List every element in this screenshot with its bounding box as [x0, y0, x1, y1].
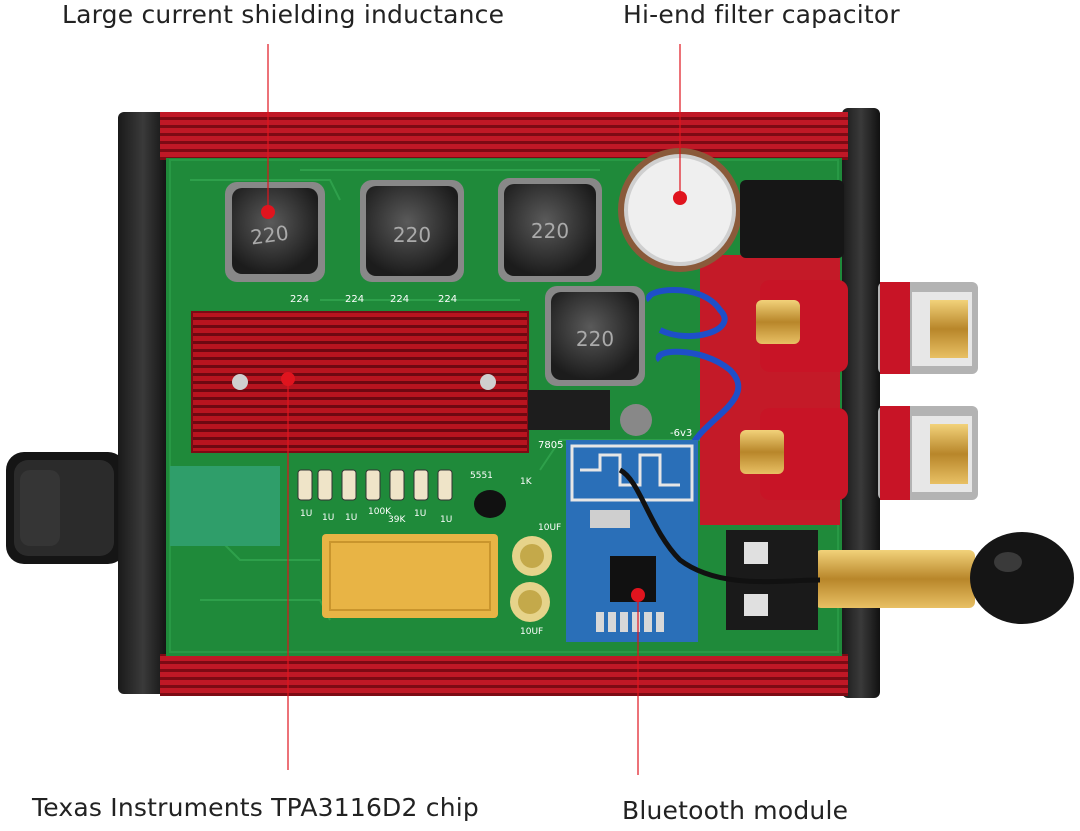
case-right-endplate [842, 108, 880, 698]
heatsink-screw-left [232, 374, 248, 390]
marking-5551: 5551 [470, 471, 493, 481]
inductor-4-value: 220 [576, 327, 614, 351]
marking-1u-d: 1U [414, 509, 426, 519]
callout-capacitor-pointer [673, 44, 687, 205]
inductor-3: 220 [498, 178, 602, 282]
marking-224-c: 224 [390, 294, 409, 305]
inductor-4: 220 [545, 286, 645, 386]
input-terminal-block [170, 466, 280, 546]
volume-knob [6, 452, 126, 564]
relay [322, 534, 498, 618]
marking-10uf-a: 10UF [538, 523, 561, 533]
inductor-2: 220 [360, 180, 464, 282]
callout-bluetooth-pointer [631, 588, 645, 775]
marking-6v3: -6v3 [670, 428, 692, 439]
marking-1u-b: 1U [322, 513, 334, 523]
marking-1k: 1K [520, 477, 533, 487]
marking-1u-e: 1U [440, 515, 452, 525]
callout-chip-label: Texas Instruments TPA3116D2 chip [32, 793, 479, 822]
inductor-1: 220 [225, 182, 325, 282]
marking-10uf-b: 10UF [520, 627, 543, 637]
marking-39k: 39K [388, 515, 406, 525]
heatsink [191, 311, 529, 453]
case-top-rail [160, 112, 848, 160]
marking-100k: 100K [368, 507, 392, 517]
marking-224-a: 224 [290, 294, 309, 305]
transistor-5551 [474, 490, 506, 518]
speaker-terminal-top [756, 280, 978, 374]
case-bottom-rail [160, 654, 848, 696]
heatsink-screw-right [480, 374, 496, 390]
resistor-row [297, 469, 453, 501]
marking-7805: 7805 [538, 440, 563, 451]
marking-224-d: 224 [438, 294, 457, 305]
speaker-terminal-bottom [740, 406, 978, 500]
voltage-regulator [528, 390, 610, 430]
callout-inductance-pointer [261, 44, 275, 219]
inductor-1-value: 220 [249, 220, 290, 249]
bluetooth-module-board [566, 440, 698, 642]
marking-1u-c: 1U [345, 513, 357, 523]
callout-chip-pointer [281, 372, 295, 770]
callout-capacitor-label: Hi-end filter capacitor [623, 0, 900, 29]
inductor-2-value: 220 [393, 223, 431, 247]
small-capacitor [620, 404, 652, 436]
speaker-wires [645, 287, 742, 452]
filter-capacitor [618, 148, 742, 272]
antenna-wire [618, 467, 821, 585]
inductor-3-value: 220 [531, 219, 569, 243]
marking-224-b: 224 [345, 294, 364, 305]
antenna [815, 532, 1074, 624]
marking-1u-a: 1U [300, 509, 312, 519]
dc-jack [740, 180, 844, 258]
callout-bluetooth-label: Bluetooth module [622, 796, 849, 825]
case-left-endplate [118, 112, 168, 694]
callout-inductance-label: Large current shielding inductance [62, 0, 505, 29]
